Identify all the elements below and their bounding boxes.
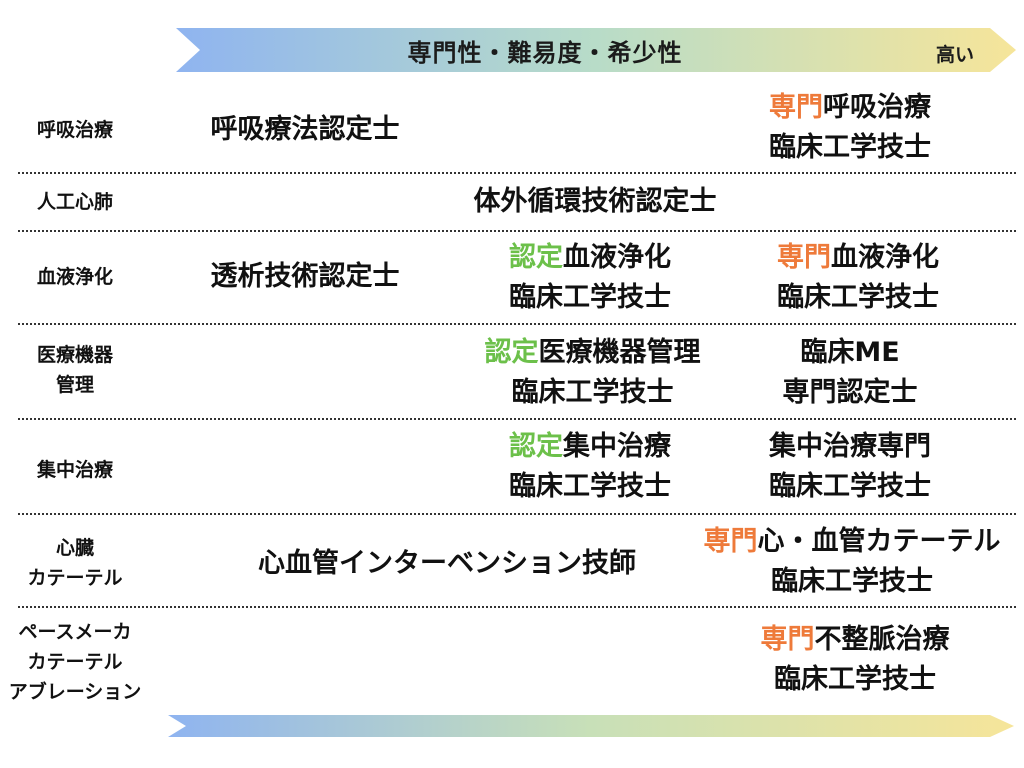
cert-intensive-mid: 認定集中治療 臨床工学技士 (509, 431, 671, 502)
category-pacemaker-ablation: ペースメーカ カテーテル アブレーション (8, 621, 142, 703)
category-cardiac-catheter: 心臓 カテーテル (27, 537, 123, 589)
cert-blood-basic: 透析技術認定士 (210, 261, 400, 292)
cert-arrhythmia-high: 専門不整脈治療 臨床工学技士 (760, 624, 950, 695)
row-separator (18, 606, 1016, 608)
cert-blood-high: 専門血液浄化 臨床工学技士 (777, 242, 939, 313)
row-separator (18, 513, 1016, 515)
cert-device-mid: 認定医療機器管理 臨床工学技士 (484, 337, 701, 408)
cert-heart-lung-basic: 体外循環技術認定士 (473, 186, 717, 217)
header-title: 専門性・難易度・希少性 (407, 39, 683, 67)
cert-respiratory-high: 専門呼吸治療 臨床工学技士 (769, 92, 931, 163)
high-label: 高い (936, 44, 975, 66)
category-device-management: 医療機器 管理 (36, 344, 113, 396)
cert-respiratory-basic: 呼吸療法認定士 (210, 114, 400, 145)
cert-cardiac-high: 専門心・血管カテーテル 臨床工学技士 (703, 526, 1001, 597)
category-heart-lung: 人工心肺 (36, 191, 113, 213)
category-intensive-care: 集中治療 (36, 459, 113, 481)
category-respiratory: 呼吸治療 (36, 119, 113, 141)
category-blood-purification: 血液浄化 (36, 266, 113, 288)
cert-blood-mid: 認定血液浄化 臨床工学技士 (509, 242, 671, 313)
row-separator (18, 323, 1016, 325)
row-separator (18, 418, 1016, 420)
cert-device-high: 臨床ME 専門認定士 (782, 337, 918, 408)
row-separator (18, 172, 1016, 174)
cert-cardiac-basic: 心血管インターベンション技師 (258, 548, 636, 579)
row-separator (18, 230, 1016, 232)
cert-intensive-high: 集中治療専門 臨床工学技士 (769, 431, 931, 502)
difficulty-arrow-bottom (168, 715, 1014, 737)
